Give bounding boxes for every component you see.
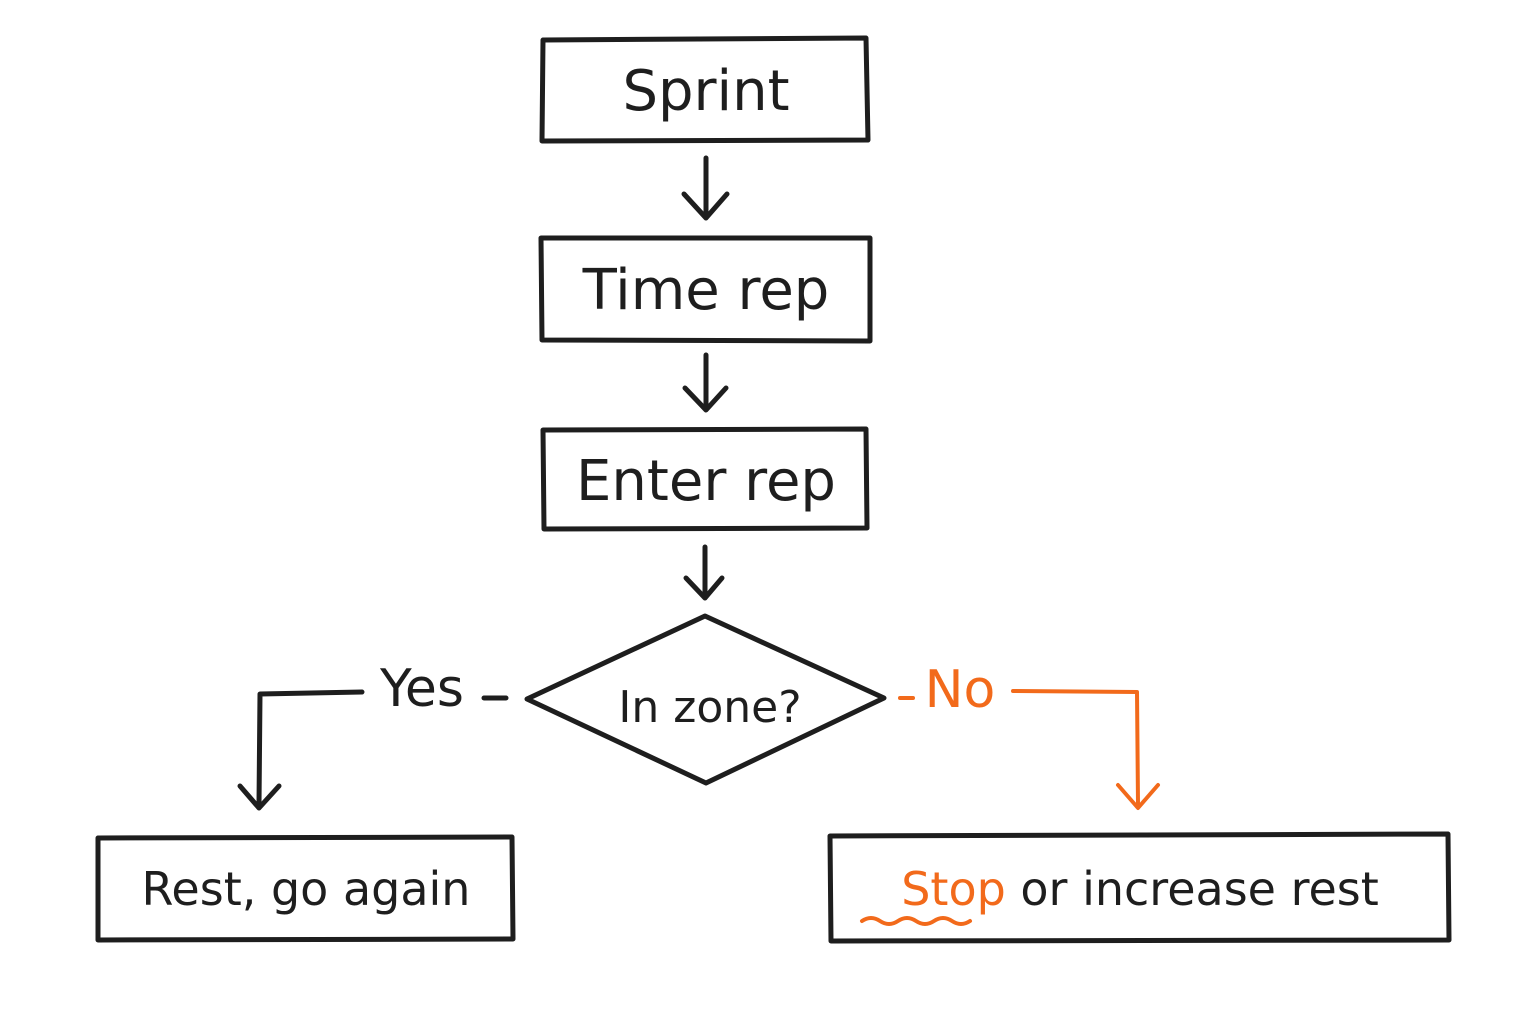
no-label: No bbox=[925, 660, 996, 720]
sprint-box bbox=[539, 35, 871, 144]
decision-label: In zone? bbox=[618, 682, 801, 733]
arrow-enter-rep-to-decision bbox=[683, 544, 725, 601]
time-rep-box bbox=[538, 235, 873, 344]
enter-rep-node: Enter rep bbox=[540, 426, 870, 532]
arrow-time-rep-to-enter-rep bbox=[682, 352, 729, 413]
no-outcome-node: Stop or increase rest bbox=[827, 831, 1452, 944]
yes-outcome-label: Rest, go again bbox=[142, 862, 471, 916]
enter-rep-box bbox=[540, 426, 870, 532]
decision-diamond bbox=[524, 613, 887, 786]
no-outcome-rest-text: or increase rest bbox=[1006, 862, 1379, 916]
no-branch: No bbox=[898, 660, 1160, 810]
enter-rep-label: Enter rep bbox=[576, 449, 836, 514]
no-outcome-label: Stop or increase rest bbox=[901, 862, 1379, 916]
stop-underline-squiggle bbox=[860, 916, 972, 926]
sprint-node: Sprint bbox=[539, 35, 871, 144]
yes-branch: Yes bbox=[237, 659, 509, 811]
no-outcome-box bbox=[827, 831, 1452, 944]
time-rep-node: Time rep bbox=[538, 235, 873, 344]
yes-label: Yes bbox=[379, 659, 464, 719]
time-rep-label: Time rep bbox=[582, 258, 830, 323]
yes-outcome-box bbox=[95, 834, 516, 943]
yes-outcome-node: Rest, go again bbox=[95, 834, 516, 943]
stop-emphasis: Stop bbox=[901, 862, 1006, 916]
arrow-sprint-to-time-rep bbox=[681, 155, 730, 221]
sprint-label: Sprint bbox=[622, 59, 789, 124]
decision-node: In zone? bbox=[524, 613, 887, 786]
